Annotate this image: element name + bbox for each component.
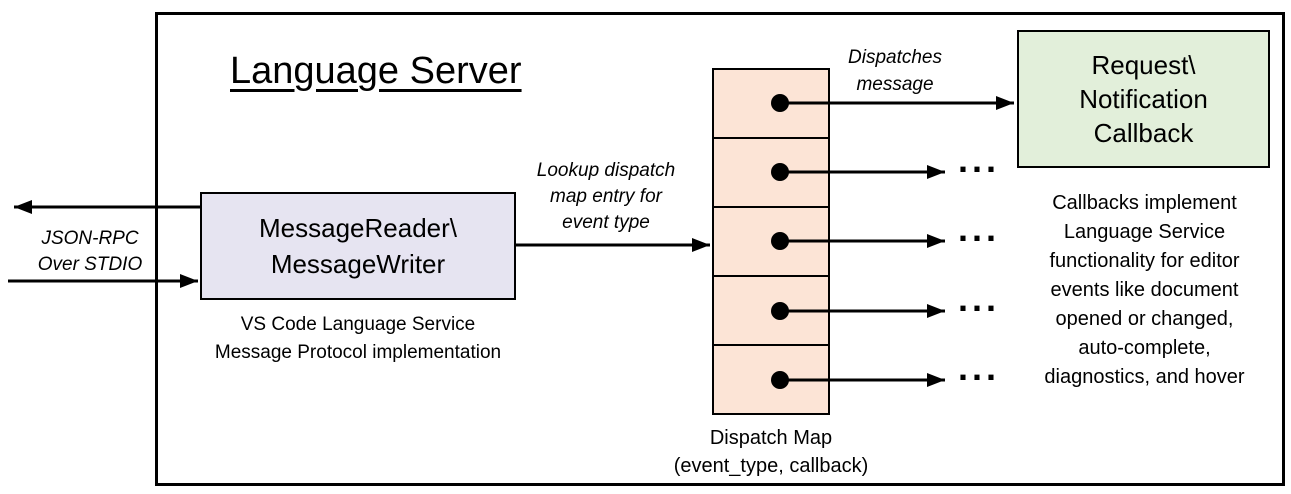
dispatch-map-label: Dispatch Map (event_type, callback) bbox=[673, 427, 869, 477]
callbacks-note: Callbacks implement Language Service fun… bbox=[1044, 192, 1245, 388]
ellipsis-row-3: ... bbox=[958, 208, 1001, 249]
ellipsis-row-5: ... bbox=[958, 347, 1001, 388]
ellipsis-row-4: ... bbox=[958, 278, 1001, 319]
dispatch-cell bbox=[714, 208, 828, 277]
ellipsis-row-2: ... bbox=[958, 139, 1001, 180]
dispatch-cell bbox=[714, 277, 828, 346]
callback-box: Request\ Notification Callback bbox=[1017, 30, 1270, 168]
dispatch-map bbox=[712, 68, 830, 415]
dispatch-cell bbox=[714, 70, 828, 139]
reader-box-caption: VS Code Language Service Message Protoco… bbox=[214, 314, 502, 363]
dispatch-cell bbox=[714, 346, 828, 413]
stdio-label: JSON-RPC Over STDIO bbox=[37, 228, 143, 275]
lookup-label: Lookup dispatch map entry for event type bbox=[536, 160, 676, 233]
diagram-title: Language Server bbox=[230, 50, 522, 92]
reader-box: MessageReader\ MessageWriter bbox=[200, 192, 516, 300]
dispatches-message-label: Dispatches message bbox=[848, 47, 942, 95]
dispatch-cell bbox=[714, 139, 828, 208]
